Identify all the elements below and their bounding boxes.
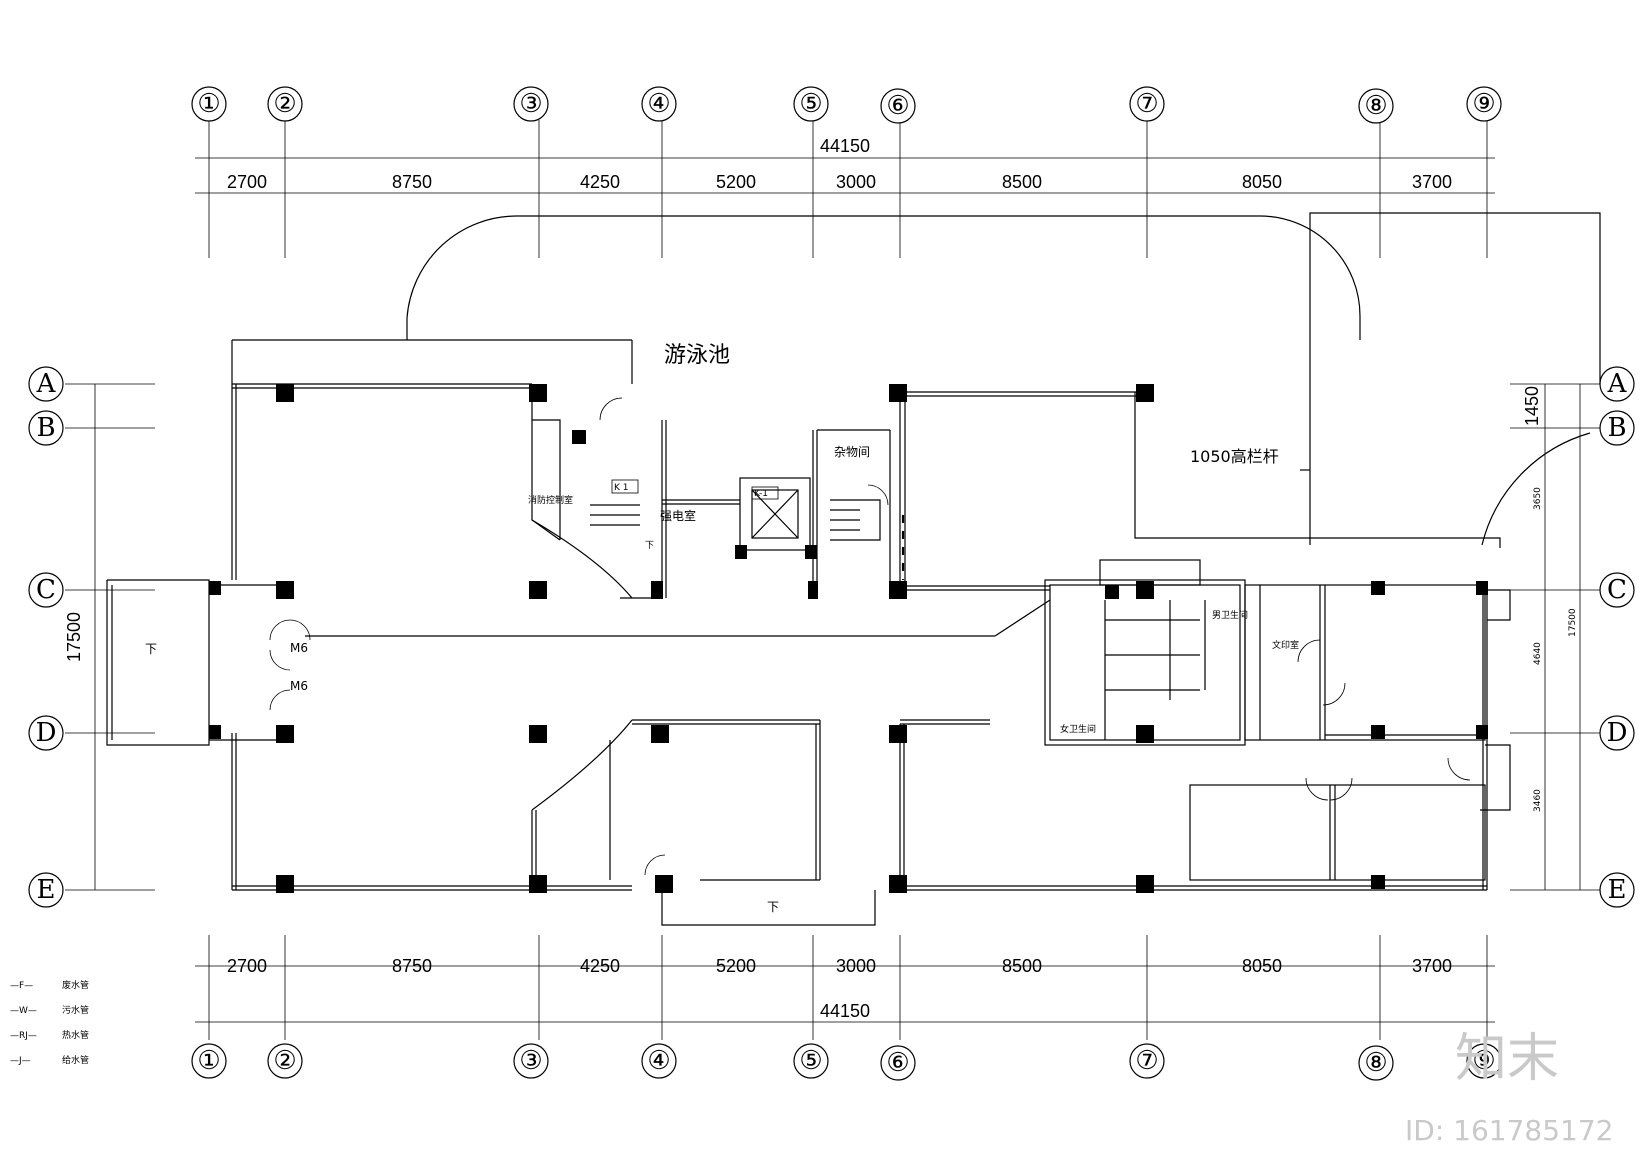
building-walls xyxy=(106,383,1511,926)
room-pool-label: 游泳池 xyxy=(664,343,730,368)
room-storage-label: 杂物间 xyxy=(834,445,870,459)
door-m6-b-label: M6 xyxy=(290,679,308,693)
axis-2-top: ② xyxy=(273,89,296,119)
axis-bubbles-right: A B C D E xyxy=(1599,366,1635,908)
axis-8-top: ⑧ xyxy=(1364,91,1387,121)
axis-9-bottom: ⑨ xyxy=(1472,1046,1495,1076)
dim-seg-3-top: 4250 xyxy=(580,172,620,192)
dim-seg-1-top: 2700 xyxy=(227,172,267,192)
axis-7-top: ⑦ xyxy=(1135,89,1158,119)
axis-6-top: ⑥ xyxy=(886,91,909,121)
door-swings xyxy=(269,397,1471,876)
dim-seg-3-bottom: 4250 xyxy=(580,956,620,976)
dim-seg-6-bottom: 8500 xyxy=(1002,956,1042,976)
dim-right-total: 17500 xyxy=(1568,608,1578,637)
axis-D-left: D xyxy=(36,718,57,748)
legend-code-2: —W— xyxy=(10,1006,37,1016)
dimension-texts-bottom: 2700 8750 4250 5200 3000 8500 8050 3700 … xyxy=(227,956,1452,1021)
legend-code-3: —RJ— xyxy=(10,1031,37,1041)
room-office-label: 文印室 xyxy=(1272,639,1299,651)
railing-lines xyxy=(1134,212,1601,548)
axis-B-left: B xyxy=(36,413,55,443)
axis-8-bottom: ⑧ xyxy=(1364,1048,1387,1078)
axis-bubbles-top: ① ② ③ ④ ⑤ ⑥ ⑦ ⑧ ⑨ xyxy=(191,86,1502,124)
axis-2-bottom: ② xyxy=(273,1046,296,1076)
axis-3-bottom: ③ xyxy=(519,1046,542,1076)
room-fire-control-label: 消防控制室 xyxy=(528,494,573,506)
legend-label-2: 污水管 xyxy=(62,1004,89,1016)
toilet-1-label: 女卫生间 xyxy=(1060,723,1096,735)
dim-right-small-1: 3650 xyxy=(1533,487,1543,510)
axis-A-right: A xyxy=(1607,369,1628,399)
axis-B-right: B xyxy=(1607,413,1626,443)
axis-bubbles-left: A B C D E xyxy=(28,366,64,908)
axis-4-bottom: ④ xyxy=(647,1046,670,1076)
pipe-legend: —F— 废水管 —W— 污水管 —RJ— 热水管 —J— 给水管 xyxy=(10,979,89,1066)
legend-label-3: 热水管 xyxy=(62,1029,89,1041)
axis-bubbles-bottom: ① ② ③ ④ ⑤ ⑥ ⑦ ⑧ ⑨ xyxy=(191,1043,1502,1081)
stairs-down-bottom: 下 xyxy=(767,900,779,914)
legend-label-4: 给水管 xyxy=(62,1054,89,1066)
axis-5-bottom: ⑤ xyxy=(799,1046,822,1076)
dim-seg-4-bottom: 5200 xyxy=(716,956,756,976)
axis-3-top: ③ xyxy=(519,89,542,119)
watermark-id: ID: 161785172 xyxy=(1405,1114,1613,1147)
axis-9-top: ⑨ xyxy=(1472,89,1495,119)
axis-5-top: ⑤ xyxy=(799,89,822,119)
axis-C-right: C xyxy=(1607,575,1627,605)
dim-right-small-3: 3460 xyxy=(1533,789,1543,812)
stairs-down-left: 下 xyxy=(145,642,157,656)
dim-seg-1-bottom: 2700 xyxy=(227,956,267,976)
dim-left-total: 17500 xyxy=(64,612,84,662)
axis-E-right: E xyxy=(1608,875,1627,905)
legend-code-1: —F— xyxy=(10,981,33,991)
k1-right-label: K-1 xyxy=(754,489,768,499)
dimension-texts-top: 44150 2700 8750 4250 5200 3000 8500 8050… xyxy=(227,136,1452,192)
structural-columns xyxy=(209,384,1488,893)
axis-6-bottom: ⑥ xyxy=(886,1048,909,1078)
dim-seg-8-top: 3700 xyxy=(1412,172,1452,192)
dim-seg-4-top: 5200 xyxy=(716,172,756,192)
pool-outline xyxy=(231,215,1361,384)
dim-right-top: 1450 xyxy=(1522,386,1542,426)
axis-1-top: ① xyxy=(197,89,220,119)
dim-right-small-2: 4640 xyxy=(1533,642,1543,665)
dim-seg-7-bottom: 8050 xyxy=(1242,956,1282,976)
dim-seg-5-bottom: 3000 xyxy=(836,956,876,976)
dim-seg-7-top: 8050 xyxy=(1242,172,1282,192)
dim-seg-5-top: 3000 xyxy=(836,172,876,192)
dim-seg-6-top: 8500 xyxy=(1002,172,1042,192)
grid-lines xyxy=(65,120,1600,1040)
axis-A-left: A xyxy=(36,369,57,399)
dim-seg-8-bottom: 3700 xyxy=(1412,956,1452,976)
stairs-down-core: 下 xyxy=(645,541,654,551)
legend-code-4: —J— xyxy=(10,1056,31,1066)
legend-label-1: 废水管 xyxy=(62,979,89,991)
axis-7-bottom: ⑦ xyxy=(1135,1046,1158,1076)
axis-C-left: C xyxy=(36,575,56,605)
k1-left-label: K 1 xyxy=(614,483,629,493)
dim-seg-2-top: 8750 xyxy=(392,172,432,192)
axis-1-bottom: ① xyxy=(197,1046,220,1076)
toilet-2-label: 男卫生间 xyxy=(1212,609,1248,621)
axis-E-left: E xyxy=(37,875,56,905)
door-m6-a-label: M6 xyxy=(290,641,308,655)
railing-label: 1050高栏杆 xyxy=(1190,447,1279,466)
axis-D-right: D xyxy=(1607,718,1628,748)
axis-4-top: ④ xyxy=(647,89,670,119)
watermark-brand: 知末 xyxy=(1455,1029,1559,1089)
dim-seg-2-bottom: 8750 xyxy=(392,956,432,976)
dimension-lines xyxy=(94,157,1581,1023)
dim-total-bottom: 44150 xyxy=(820,1001,870,1021)
room-electrical-label: 强电室 xyxy=(660,508,696,523)
dim-total-top: 44150 xyxy=(820,136,870,156)
